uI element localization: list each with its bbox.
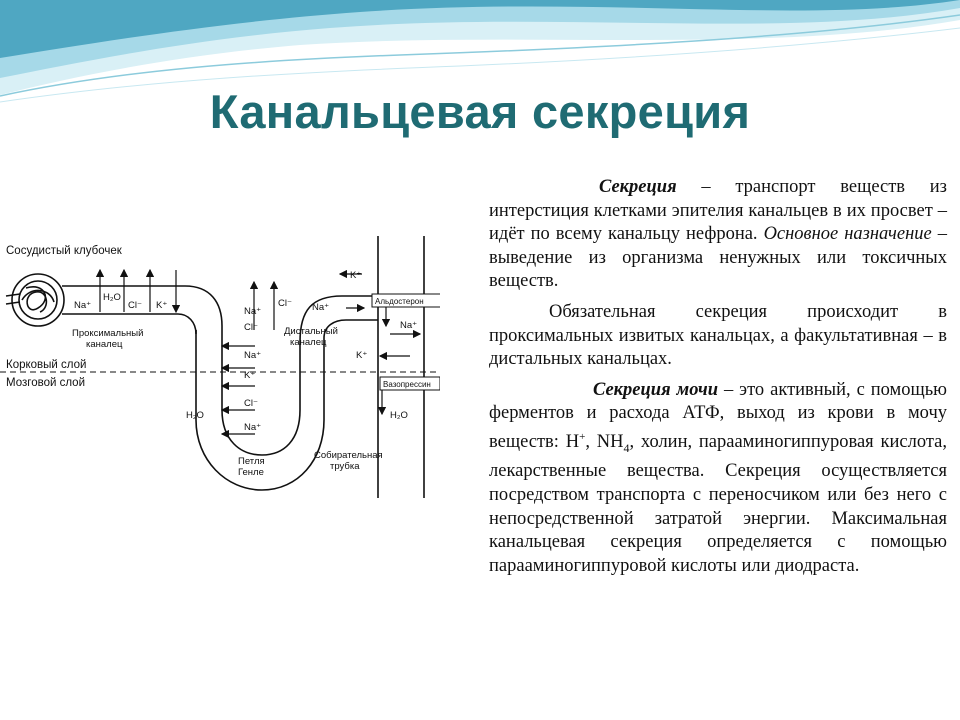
- label-vasopressin: Вазопрессин: [383, 380, 431, 389]
- ion-k-1: K⁺: [156, 300, 167, 311]
- ion-k-2: K⁺: [244, 370, 255, 381]
- ion-na-5: Na⁺: [312, 302, 329, 313]
- ion-na-3: Na⁺: [244, 350, 261, 361]
- label-distal-1: Дистальный: [284, 326, 338, 337]
- ion-cl-3: Cl⁻: [278, 298, 292, 309]
- collecting-duct-shape: [377, 236, 425, 498]
- aldosterone-box: [371, 293, 440, 308]
- paragraph-obligatory-secretion: Обязательная секреция происходит в прокс…: [489, 301, 947, 372]
- term-secretion: Секреция: [599, 177, 677, 197]
- label-collecting-1: Собирательная: [314, 450, 383, 461]
- paragraph-urine-secretion: Секреция мочи – это активный, с помощью …: [489, 379, 947, 579]
- label-proximal-2: каналец: [86, 339, 123, 350]
- header-waves: [0, 0, 960, 103]
- ion-k-4: K⁺: [356, 350, 367, 361]
- subscript-4: 4: [623, 440, 630, 455]
- loop-of-henle-shape: [195, 330, 325, 491]
- paragraph-secretion-definition: Секреция – транспорт веществ из интерсти…: [489, 176, 947, 294]
- ion-na-2: Na⁺: [244, 306, 261, 317]
- vasopressin-box: [379, 376, 440, 391]
- term-urine-secretion: Секреция мочи: [593, 379, 719, 400]
- label-medulla: Мозговой слой: [6, 377, 85, 389]
- superscript-plus: +: [579, 430, 586, 443]
- ion-h2o-1: H₂O: [103, 292, 121, 303]
- ion-na-4: Na⁺: [244, 422, 261, 433]
- ion-k-3: K⁺: [350, 270, 361, 281]
- text-obligatory-secretion: Обязательная секреция происходит в прокс…: [489, 301, 947, 370]
- ion-h2o-2: H₂O: [186, 410, 204, 421]
- text-main-purpose: – выведение из организма ненужных или то…: [489, 224, 947, 292]
- slide-title: Канальцевая секреция: [209, 85, 751, 138]
- label-proximal-1: Проксимальный: [72, 328, 143, 339]
- ion-na-1: Na⁺: [74, 300, 91, 311]
- glomerulus-shape: [5, 273, 65, 327]
- label-loop-1: Петля: [238, 456, 265, 467]
- distal-tubule-shape: [299, 295, 378, 343]
- text-urine-secretion-3: , холин, парааминогиппуровая кислота, ле…: [489, 432, 947, 576]
- text-secretion-definition: – транспорт веществ из интерстиция клетк…: [489, 177, 947, 245]
- body-text: Секреция – транспорт веществ из интерсти…: [489, 176, 947, 585]
- text-urine-secretion-2: , NH: [585, 432, 624, 453]
- label-cortex: Корковый слой: [6, 359, 86, 371]
- nephron-diagram: Сосудистый клубочек Проксимальный канале…: [0, 236, 440, 498]
- ion-h2o-3: H₂O: [390, 410, 408, 421]
- label-collecting-2: трубка: [330, 461, 360, 472]
- ion-na-6: Na⁺: [400, 320, 417, 331]
- ion-cl-1: Cl⁻: [128, 300, 142, 311]
- label-loop-2: Генле: [238, 467, 264, 478]
- label-aldosterone: Альдостерон: [375, 297, 424, 306]
- term-main-purpose: Основное назначение: [763, 224, 932, 245]
- text-urine-secretion-1: – это активный, с помощью ферментов и ра…: [489, 379, 947, 453]
- label-glomerulus: Сосудистый клубочек: [6, 245, 123, 257]
- ion-cl-2: Cl⁻: [244, 322, 258, 333]
- label-distal-2: каналец: [290, 337, 327, 348]
- ion-cl-4: Cl⁻: [244, 398, 258, 409]
